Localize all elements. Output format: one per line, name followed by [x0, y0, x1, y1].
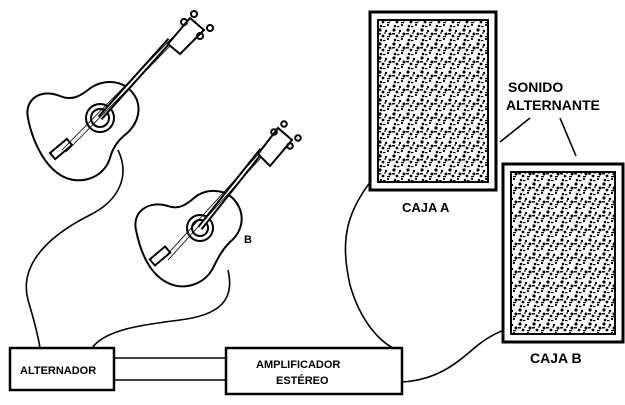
- guitar-b-icon: [134, 120, 302, 288]
- cable-guitar-a: [25, 149, 124, 349]
- guitar-b-label: B: [244, 234, 252, 246]
- sonido-pointers: [499, 117, 577, 157]
- caja-a-label: CAJA A: [402, 200, 450, 215]
- sonido-label-line1: SONIDO: [508, 79, 563, 95]
- speaker-a-icon: [368, 10, 498, 192]
- connector-bar: [114, 357, 226, 381]
- alternador-box: [8, 346, 116, 392]
- cable-to-caja-b: [401, 327, 511, 383]
- caja-b-label: CAJA B: [530, 350, 582, 366]
- cable-guitar-b: [91, 269, 231, 349]
- alternador-label: ALTERNADOR: [20, 365, 96, 377]
- cable-to-caja-a: [344, 169, 403, 353]
- guitar-a-icon: [26, 10, 214, 182]
- sonido-label-line2: ALTERNANTE: [506, 97, 600, 113]
- speaker-b-icon: [501, 162, 625, 344]
- amplificador-box: [224, 346, 404, 396]
- amplificador-label-line1: AMPLIFICADOR: [256, 359, 340, 371]
- amplificador-label-line2: ESTÉREO: [276, 374, 329, 387]
